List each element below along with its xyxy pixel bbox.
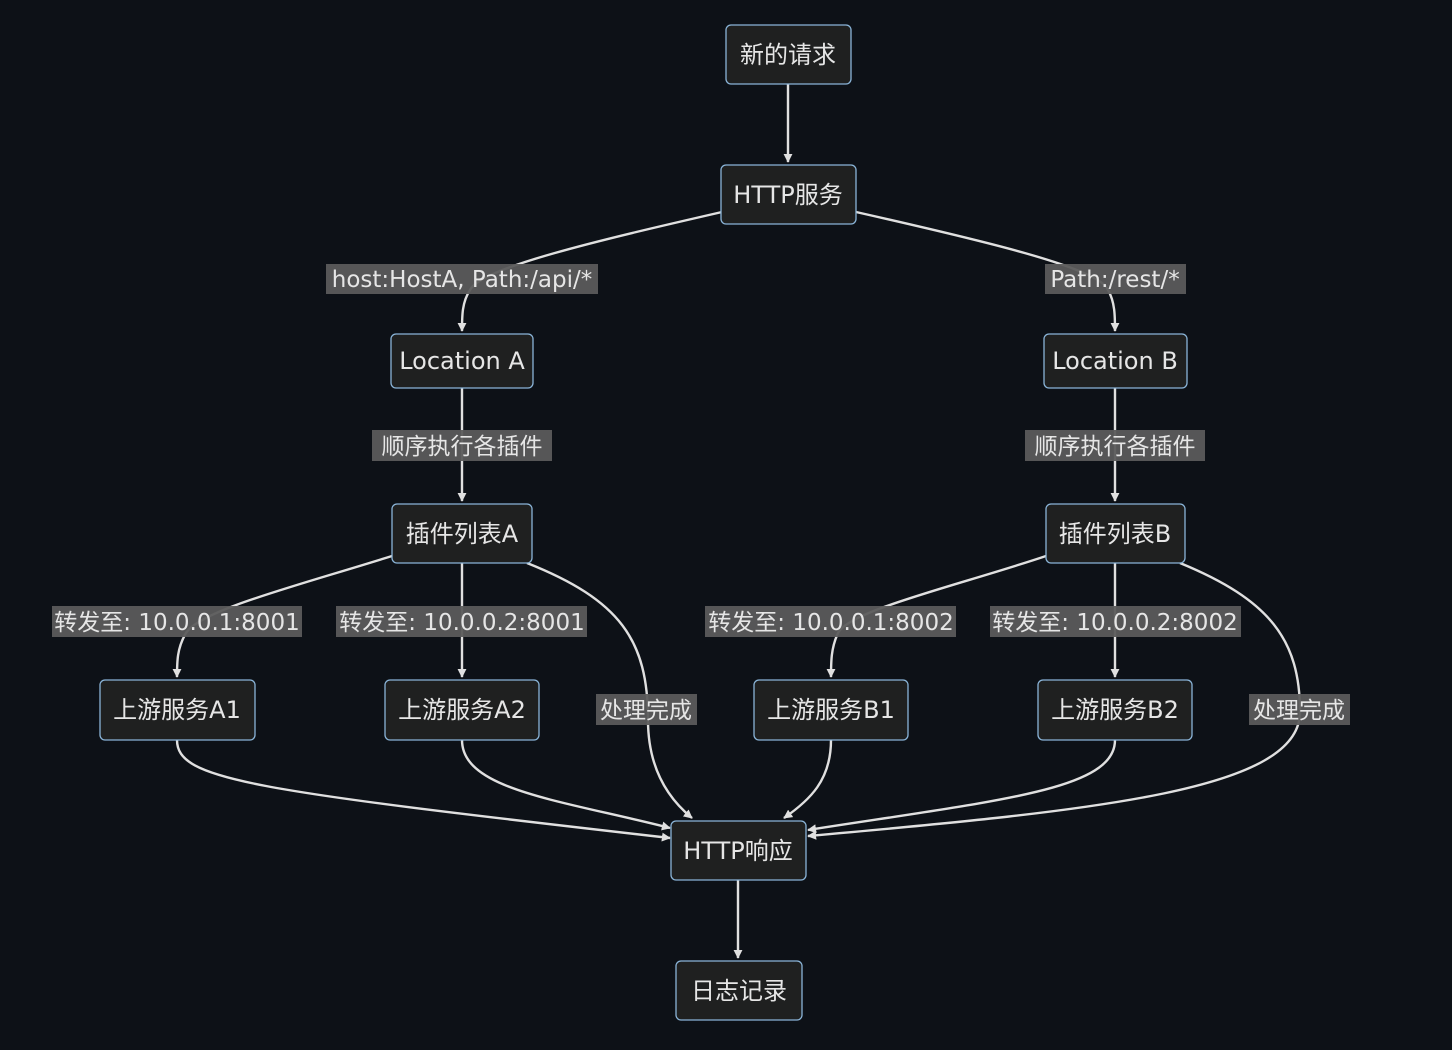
edge-label-fwd-b2: 转发至: 10.0.0.2:8002 bbox=[992, 610, 1237, 636]
node-label-plugins-b: 插件列表B bbox=[1059, 520, 1171, 548]
edge-label-route-a: host:HostA, Path:/api/* bbox=[332, 267, 592, 293]
node-new-request: 新的请求 bbox=[725, 24, 852, 85]
node-upstream-b2: 上游服务B2 bbox=[1037, 679, 1193, 741]
node-label-upstream-b1: 上游服务B1 bbox=[767, 696, 895, 724]
edge-a1-to-response bbox=[175, 739, 671, 842]
node-log: 日志记录 bbox=[675, 960, 803, 1021]
edge-label-route-b: Path:/rest/* bbox=[1050, 267, 1179, 293]
node-label-location-a: Location A bbox=[399, 347, 525, 375]
node-label-location-b: Location B bbox=[1052, 347, 1178, 375]
node-plugins-a: 插件列表A bbox=[391, 503, 533, 564]
node-label-log: 日志记录 bbox=[691, 977, 787, 1005]
edge-label-exec-b: 顺序执行各插件 bbox=[1035, 434, 1196, 460]
node-http-service: HTTP服务 bbox=[720, 164, 857, 225]
edge-labels: host:HostA, Path:/api/* Path:/rest/* 顺序执… bbox=[52, 264, 1350, 725]
node-upstream-a1: 上游服务A1 bbox=[99, 679, 256, 741]
node-label-new-request: 新的请求 bbox=[740, 41, 836, 69]
node-http-response: HTTP响应 bbox=[670, 820, 807, 881]
edge-b2-to-response bbox=[807, 739, 1117, 834]
node-location-b: Location B bbox=[1043, 333, 1188, 389]
edge-b1-to-response bbox=[783, 739, 833, 819]
edge-label-fwd-a1: 转发至: 10.0.0.1:8001 bbox=[54, 610, 299, 636]
node-label-http-service: HTTP服务 bbox=[733, 181, 842, 209]
nodes: 新的请求 HTTP服务 Location A Location B 插件列表A … bbox=[99, 24, 1193, 1021]
node-location-a: Location A bbox=[390, 333, 534, 389]
edge-label-fwd-a2: 转发至: 10.0.0.2:8001 bbox=[339, 610, 584, 636]
edge-label-done-b: 处理完成 bbox=[1253, 698, 1345, 724]
edge-a2-to-response bbox=[460, 739, 671, 831]
edge-label-done-a: 处理完成 bbox=[600, 698, 692, 724]
node-upstream-b1: 上游服务B1 bbox=[753, 679, 909, 741]
node-label-http-response: HTTP响应 bbox=[683, 837, 792, 865]
node-label-upstream-a1: 上游服务A1 bbox=[113, 696, 241, 724]
edge-plugins-b-to-response bbox=[807, 561, 1302, 840]
node-label-upstream-b2: 上游服务B2 bbox=[1051, 696, 1179, 724]
edge-plugins-a-to-response bbox=[526, 561, 693, 819]
node-upstream-a2: 上游服务A2 bbox=[384, 679, 540, 741]
node-plugins-b: 插件列表B bbox=[1045, 503, 1186, 564]
node-label-upstream-a2: 上游服务A2 bbox=[398, 696, 526, 724]
edge-label-fwd-b1: 转发至: 10.0.0.1:8002 bbox=[708, 610, 953, 636]
node-label-plugins-a: 插件列表A bbox=[406, 520, 519, 548]
edge-label-exec-a: 顺序执行各插件 bbox=[382, 434, 543, 460]
